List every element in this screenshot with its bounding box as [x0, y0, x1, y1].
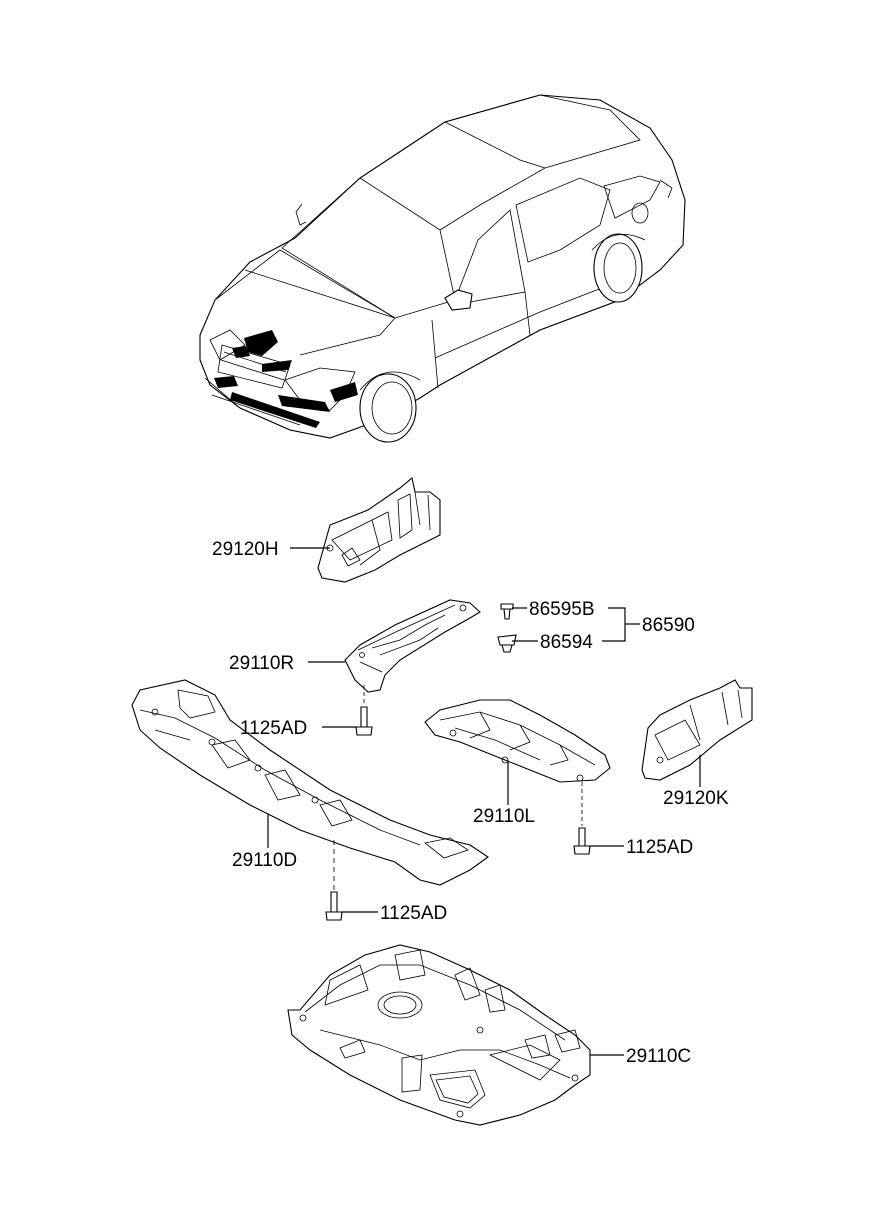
part-labels: 29120H 86595B 86590 86594 29110R 1125AD …	[212, 539, 729, 1067]
label-29120h: 29120H	[212, 539, 279, 560]
bolt-1125ad-a	[355, 685, 373, 736]
label-86590: 86590	[642, 615, 695, 636]
label-29110r: 29110R	[229, 653, 294, 674]
part-29120k	[641, 679, 753, 781]
label-1125ad-c: 1125AD	[626, 837, 693, 858]
part-29110d	[131, 679, 489, 886]
label-29120k: 29120K	[663, 788, 729, 809]
label-29110l: 29110L	[473, 806, 535, 827]
car-illustration	[199, 94, 686, 443]
label-86595b: 86595B	[529, 599, 595, 620]
part-29120h	[317, 476, 441, 583]
bolt-1125ad-b	[325, 840, 343, 921]
clip-86594	[497, 634, 517, 653]
leader-lines	[267, 547, 701, 1056]
part-29110r	[344, 599, 481, 693]
label-1125ad-a: 1125AD	[240, 718, 307, 739]
label-1125ad-b: 1125AD	[380, 903, 447, 924]
clip-86595b	[500, 603, 514, 620]
bolt-1125ad-c	[573, 782, 591, 855]
label-29110c: 29110C	[626, 1046, 691, 1067]
part-29110c	[287, 944, 591, 1126]
label-86594: 86594	[540, 632, 593, 653]
part-29110l	[424, 699, 611, 783]
label-29110d: 29110D	[232, 850, 297, 871]
